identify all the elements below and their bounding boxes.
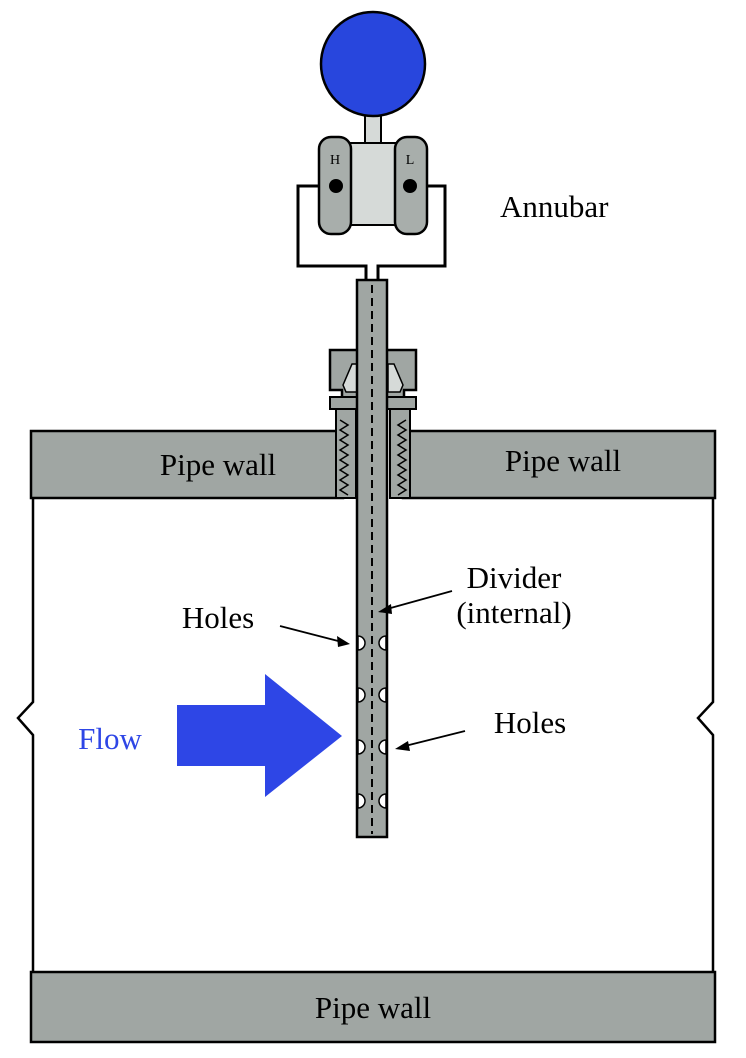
hole-downstream-2 <box>378 687 387 703</box>
hole-upstream-2 <box>357 687 366 703</box>
pipe-wall-top-left <box>29 429 345 500</box>
low-port-label: L <box>406 153 415 168</box>
gauge-head <box>319 10 427 118</box>
divider-label-line2: (internal) <box>456 595 571 630</box>
high-port-label: H <box>330 153 340 168</box>
pipe-wall-bottom-label: Pipe wall <box>315 990 431 1025</box>
flow-arrow <box>177 674 342 797</box>
hole-downstream-1 <box>378 635 387 651</box>
holes-downstream-label: Holes <box>494 705 566 740</box>
pipe-wall-top-right-label: Pipe wall <box>505 443 621 478</box>
holes-upstream-label: Holes <box>182 600 254 635</box>
pointer-arrows <box>279 590 466 751</box>
hole-upstream-1 <box>357 635 366 651</box>
high-port-connection <box>329 179 343 193</box>
pipe-wall-top-right <box>401 429 717 500</box>
annubar-title: Annubar <box>500 189 609 224</box>
pipe-interior-outline <box>16 498 715 972</box>
divider-label-line1: Divider <box>467 560 562 595</box>
dp-transmitter: H L <box>317 10 429 236</box>
impulse-tubing <box>296 184 447 281</box>
transmitter-body <box>349 142 397 226</box>
annubar-probe <box>355 278 389 839</box>
hole-upstream-4 <box>357 793 366 809</box>
pipe-wall-bottom <box>29 970 717 1044</box>
low-port-connection <box>403 179 417 193</box>
pipe-wall-top-left-label: Pipe wall <box>160 447 276 482</box>
transmitter-neck <box>364 114 382 146</box>
hole-downstream-4 <box>378 793 387 809</box>
flow-label: Flow <box>78 721 142 756</box>
hole-upstream-3 <box>357 739 366 755</box>
hole-downstream-3 <box>378 739 387 755</box>
